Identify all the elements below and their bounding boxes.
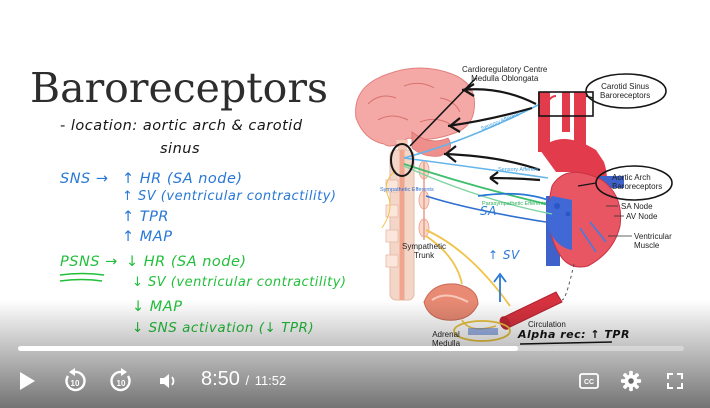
volume-button[interactable] — [154, 362, 184, 400]
label-sa-node: SA Node — [621, 202, 653, 211]
annotation-up-sv: ↑ SV — [488, 248, 520, 262]
fullscreen-icon — [667, 373, 683, 389]
note-sns-item: ↑ TPR — [122, 209, 169, 225]
forward-10-button[interactable]: 10 — [106, 362, 136, 400]
current-time: 8:50 — [201, 368, 240, 390]
progress-fill — [18, 346, 519, 351]
time-display: 8:50 / 11:52 — [201, 368, 286, 391]
slide-title: Baroreceptors — [30, 64, 328, 112]
annotation-alpha-rec: Alpha rec: ↑ TPR — [518, 328, 630, 341]
gear-icon — [620, 370, 642, 392]
note-psns-header: PSNS → — [60, 254, 118, 270]
play-icon — [20, 372, 35, 390]
control-bar: 10 10 8:50 / 11:52 CC — [0, 362, 710, 402]
annotation-sa: SA — [480, 204, 497, 218]
note-sns-item: ↑ SV (ventricular contractility) — [122, 189, 337, 204]
forward-10-icon: 10 — [110, 368, 131, 392]
adrenal-medulla-illustration — [423, 283, 479, 321]
progress-bar[interactable] — [18, 346, 684, 351]
rewind-10-button[interactable]: 10 — [60, 362, 90, 400]
rewind-seconds-label: 10 — [71, 379, 80, 388]
label-av-node: AV Node — [626, 212, 658, 221]
settings-button[interactable] — [616, 362, 646, 400]
psns-underline — [59, 272, 105, 282]
label-sensory-afferent: Sensory Afferent — [498, 167, 539, 173]
label-parasympathetic-efferents: Parasympathetic Efferents — [482, 201, 547, 207]
play-button[interactable] — [12, 362, 42, 400]
volume-icon — [160, 374, 175, 388]
label-sympathetic-efferents: Sympathetic Efferents — [380, 187, 434, 193]
heart-illustration — [538, 92, 624, 268]
note-sns-header: SNS → — [60, 171, 109, 187]
note-psns-item: ↓ SV (ventricular contractility) — [132, 275, 347, 290]
brain-illustration — [355, 67, 476, 158]
fullscreen-button[interactable] — [660, 362, 690, 400]
captions-button[interactable]: CC — [574, 362, 604, 400]
captions-label: CC — [584, 379, 594, 386]
time-separator: / — [245, 373, 250, 388]
note-location-cont: sinus — [160, 141, 201, 157]
duration: 11:52 — [254, 373, 287, 388]
note-location: - location: aortic arch & carotid — [60, 118, 303, 134]
note-sns-item: ↑ MAP — [122, 229, 173, 245]
forward-seconds-label: 10 — [117, 379, 126, 388]
rewind-10-icon: 10 — [65, 368, 86, 392]
note-sns-item: ↑ HR (SA node) — [122, 171, 243, 187]
note-psns-item: ↓ HR (SA node) — [126, 254, 247, 270]
captions-icon: CC — [579, 373, 599, 389]
